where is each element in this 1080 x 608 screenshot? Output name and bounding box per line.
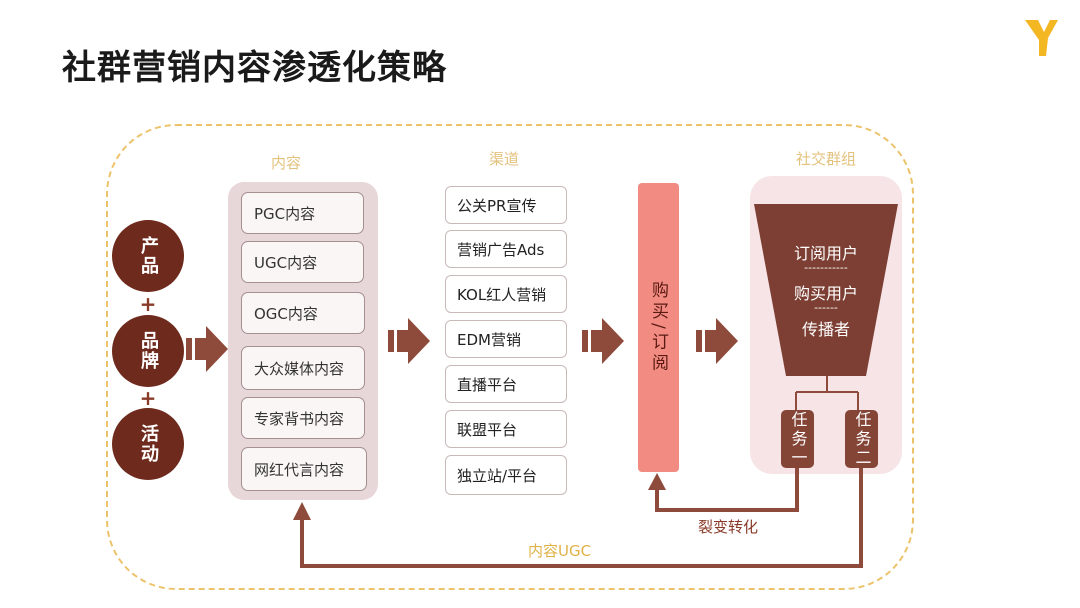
- purchase-subscribe-bar: 购买/订阅: [638, 183, 679, 472]
- source-brand: 品牌: [112, 315, 184, 387]
- content-item: PGC内容: [241, 192, 364, 234]
- funnel-spreaders: 传播者: [801, 320, 850, 339]
- channel-item: EDM营销: [445, 320, 567, 358]
- fission-conversion-label: 裂变转化: [698, 518, 759, 536]
- task-one: 任务一: [781, 410, 814, 468]
- plus-sign: +: [139, 292, 157, 316]
- source-activity: 活动: [112, 408, 184, 480]
- source-product: 产品: [112, 220, 184, 292]
- channel-item: 独立站/平台: [445, 455, 567, 495]
- channel-item: 公关PR宣传: [445, 186, 567, 224]
- flow-arrow-icon: [582, 318, 624, 364]
- channel-item: KOL红人营销: [445, 275, 567, 313]
- social-column-header: 社交群组: [795, 150, 856, 168]
- content-ugc-label: 内容UGC: [528, 542, 592, 560]
- funnel-connector: [795, 376, 859, 410]
- task-two: 任务二: [845, 410, 878, 468]
- channel-item: 联盟平台: [445, 410, 567, 448]
- channel-item: 营销广告Ads: [445, 230, 567, 268]
- content-item: 大众媒体内容: [241, 346, 365, 390]
- channel-item: 直播平台: [445, 365, 567, 403]
- funnel-divider: -----------: [804, 261, 848, 274]
- plus-sign: +: [139, 386, 157, 410]
- content-item: UGC内容: [241, 241, 364, 283]
- funnel-divider: ------: [814, 301, 838, 314]
- flow-arrow-icon: [186, 326, 228, 372]
- content-item: OGC内容: [241, 292, 365, 334]
- content-item: 网红代言内容: [241, 447, 367, 491]
- content-column-header: 内容: [270, 154, 301, 172]
- logo-icon: [1025, 20, 1058, 56]
- strategy-frame: [106, 124, 914, 590]
- funnel-shape: [754, 204, 898, 376]
- funnel-buyers: 购买用户: [793, 284, 858, 303]
- flow-arrow-icon: [388, 318, 430, 364]
- content-item: 专家背书内容: [241, 397, 365, 439]
- flow-arrow-icon: [696, 318, 738, 364]
- funnel-subscribers: 订阅用户: [793, 244, 858, 263]
- channel-column-header: 渠道: [488, 150, 519, 168]
- page-title: 社群营销内容渗透化策略: [62, 48, 447, 88]
